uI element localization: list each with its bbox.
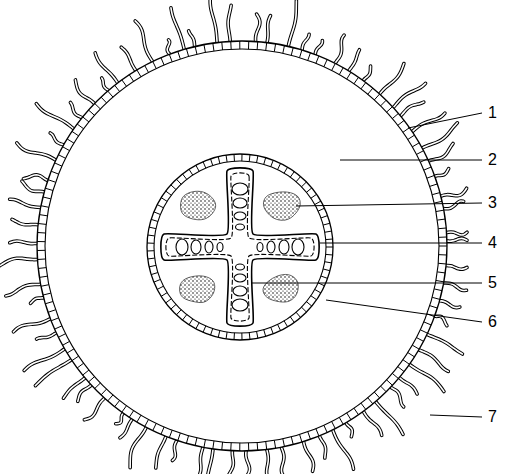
callout-number: 2: [487, 151, 498, 169]
stele: [147, 154, 333, 340]
callout-number: 5: [487, 274, 498, 292]
leader-line: [430, 415, 482, 417]
callout-number: 4: [487, 234, 498, 252]
leader-line: [296, 203, 482, 206]
callout-number: 3: [487, 194, 498, 212]
leader-line: [340, 160, 482, 161]
root-hairs: [0, 0, 467, 474]
leader-line: [320, 243, 482, 244]
callout-number: 1: [487, 104, 498, 122]
leader-line: [408, 113, 482, 128]
leader-lines: [252, 113, 482, 417]
leader-line: [252, 283, 482, 284]
callout-number: 7: [487, 408, 498, 426]
callout-number: 6: [487, 313, 498, 331]
leader-line: [326, 300, 482, 322]
epidermis: [37, 41, 447, 451]
